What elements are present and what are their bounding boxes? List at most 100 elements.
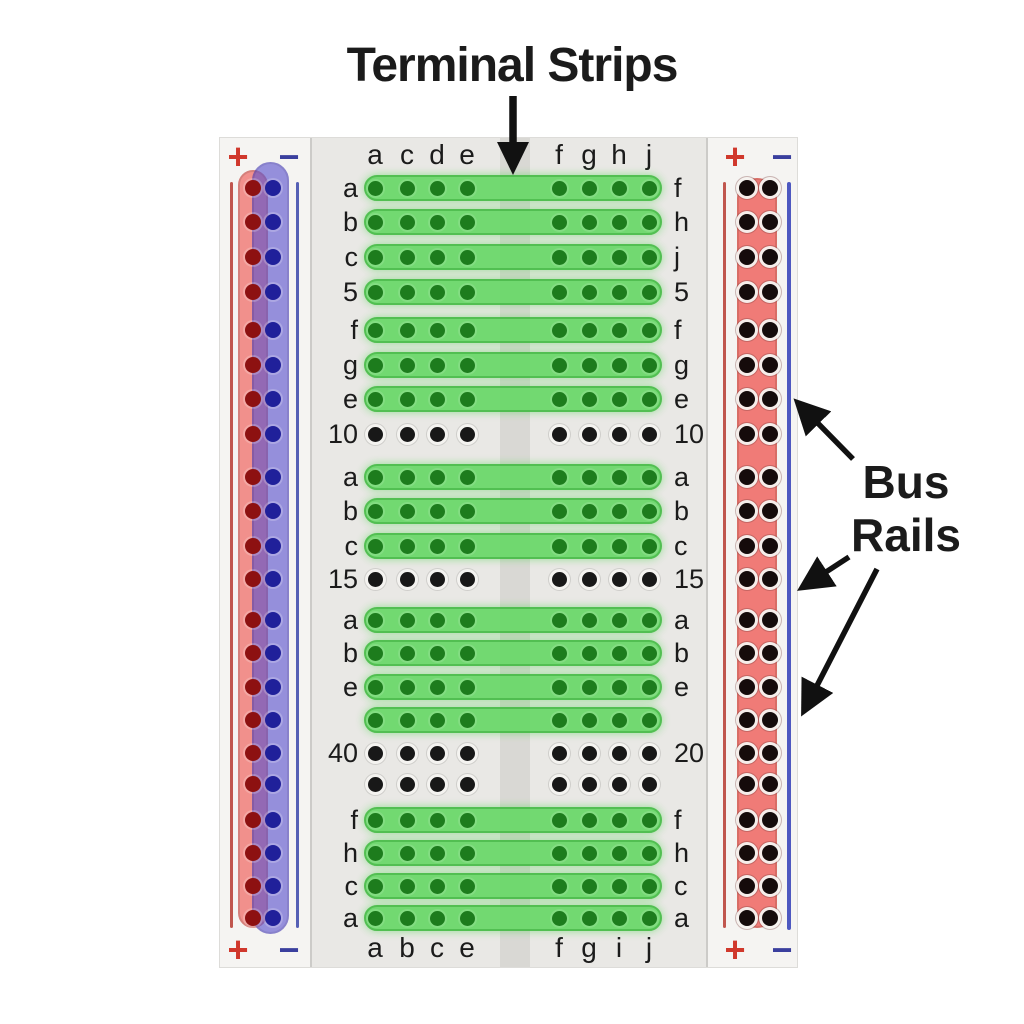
breadboard-hole (400, 250, 415, 265)
bus-hole-left-negative (265, 776, 281, 792)
breadboard-hole (430, 323, 445, 338)
breadboard-hole (582, 879, 597, 894)
breadboard-hole (642, 813, 657, 828)
bus-hole-right-outer (762, 612, 778, 628)
bus-hole-right-outer (762, 503, 778, 519)
breadboard-hole (460, 427, 475, 442)
breadboard-hole (642, 911, 657, 926)
breadboard-hole (642, 470, 657, 485)
breadboard-hole (430, 250, 445, 265)
breadboard-hole (612, 285, 627, 300)
bus-hole-left-positive (245, 391, 261, 407)
breadboard-hole (552, 323, 567, 338)
row-label-left: c (344, 242, 359, 272)
breadboard-hole (368, 504, 383, 519)
row-label-left: a (342, 605, 358, 635)
row-label-right: f (674, 173, 682, 203)
bus-hole-left-negative (265, 745, 281, 761)
breadboard-hole (368, 911, 383, 926)
breadboard-hole (400, 713, 415, 728)
row-label-right: f (674, 315, 682, 345)
bus-hole-left-positive (245, 812, 261, 828)
bus-hole-left-positive (245, 357, 261, 373)
column-header-bottom: c (430, 932, 444, 963)
breadboard-hole (430, 646, 445, 661)
breadboard-hole (612, 911, 627, 926)
row-label-right: e (674, 672, 690, 702)
left-rail-minus-bottom: − (278, 929, 300, 970)
bus-hole-right-inner (739, 180, 755, 196)
bus-hole-right-outer (762, 322, 778, 338)
bus-hole-left-positive (245, 322, 261, 338)
bus-hole-right-outer (762, 776, 778, 792)
breadboard-hole (460, 539, 475, 554)
breadboard-hole (552, 777, 567, 792)
breadboard-hole (368, 427, 383, 442)
row-label-left: c (344, 531, 359, 561)
breadboard-hole (642, 392, 657, 407)
breadboard-hole (552, 470, 567, 485)
breadboard-hole (368, 358, 383, 373)
breadboard-hole (552, 572, 567, 587)
bus-hole-left-negative (265, 469, 281, 485)
bus-hole-right-inner (739, 391, 755, 407)
breadboard-hole (460, 680, 475, 695)
breadboard-hole (400, 572, 415, 587)
bus-hole-right-inner (739, 357, 755, 373)
row-label-left: h (342, 838, 358, 868)
left-rail-plus-bottom: + (227, 929, 249, 970)
bus-rails-arrow-icon (793, 398, 855, 461)
breadboard-hole (430, 285, 445, 300)
row-label-left: f (350, 315, 358, 345)
breadboard-hole (642, 539, 657, 554)
left-rail-plus-top: + (227, 136, 249, 177)
bus-hole-right-outer (762, 538, 778, 554)
breadboard-hole (400, 427, 415, 442)
column-header-top: j (645, 139, 653, 170)
breadboard-hole (552, 215, 567, 230)
breadboard-hole (552, 539, 567, 554)
breadboard-hole (400, 777, 415, 792)
breadboard-hole (430, 777, 445, 792)
breadboard-hole (642, 250, 657, 265)
bus-hole-right-inner (739, 469, 755, 485)
breadboard-hole (552, 846, 567, 861)
breadboard-hole (612, 813, 627, 828)
right-rail-minus-top: − (771, 136, 793, 177)
breadboard-hole (612, 504, 627, 519)
breadboard-hole (368, 572, 383, 587)
bus-hole-left-negative (265, 284, 281, 300)
bus-hole-left-negative (265, 712, 281, 728)
breadboard-hole (430, 613, 445, 628)
bus-hole-right-outer (762, 679, 778, 695)
breadboard-hole (460, 746, 475, 761)
breadboard-hole (400, 846, 415, 861)
breadboard-hole (400, 680, 415, 695)
breadboard-hole (430, 746, 445, 761)
breadboard-hole (368, 539, 383, 554)
bus-hole-right-inner (739, 910, 755, 926)
bus-hole-right-outer (762, 469, 778, 485)
bus-hole-left-negative (265, 391, 281, 407)
bus-hole-left-negative (265, 538, 281, 554)
bus-hole-right-outer (762, 910, 778, 926)
bus-hole-left-positive (245, 645, 261, 661)
breadboard-hole (582, 250, 597, 265)
row-label-right: 15 (674, 564, 705, 594)
breadboard-hole (430, 846, 445, 861)
bus-rails-label-line2: Rails (851, 509, 961, 562)
bus-hole-left-negative (265, 612, 281, 628)
breadboard-hole (612, 539, 627, 554)
breadboard-hole (642, 358, 657, 373)
bus-hole-right-outer (762, 249, 778, 265)
bus-hole-left-positive (245, 712, 261, 728)
breadboard-hole (368, 746, 383, 761)
row-label-right: h (674, 207, 690, 237)
breadboard-hole (582, 572, 597, 587)
bus-hole-left-positive (245, 910, 261, 926)
breadboard-hole (400, 746, 415, 761)
breadboard-hole (582, 746, 597, 761)
bus-rails-arrow-icon (797, 554, 851, 591)
breadboard-hole (368, 680, 383, 695)
